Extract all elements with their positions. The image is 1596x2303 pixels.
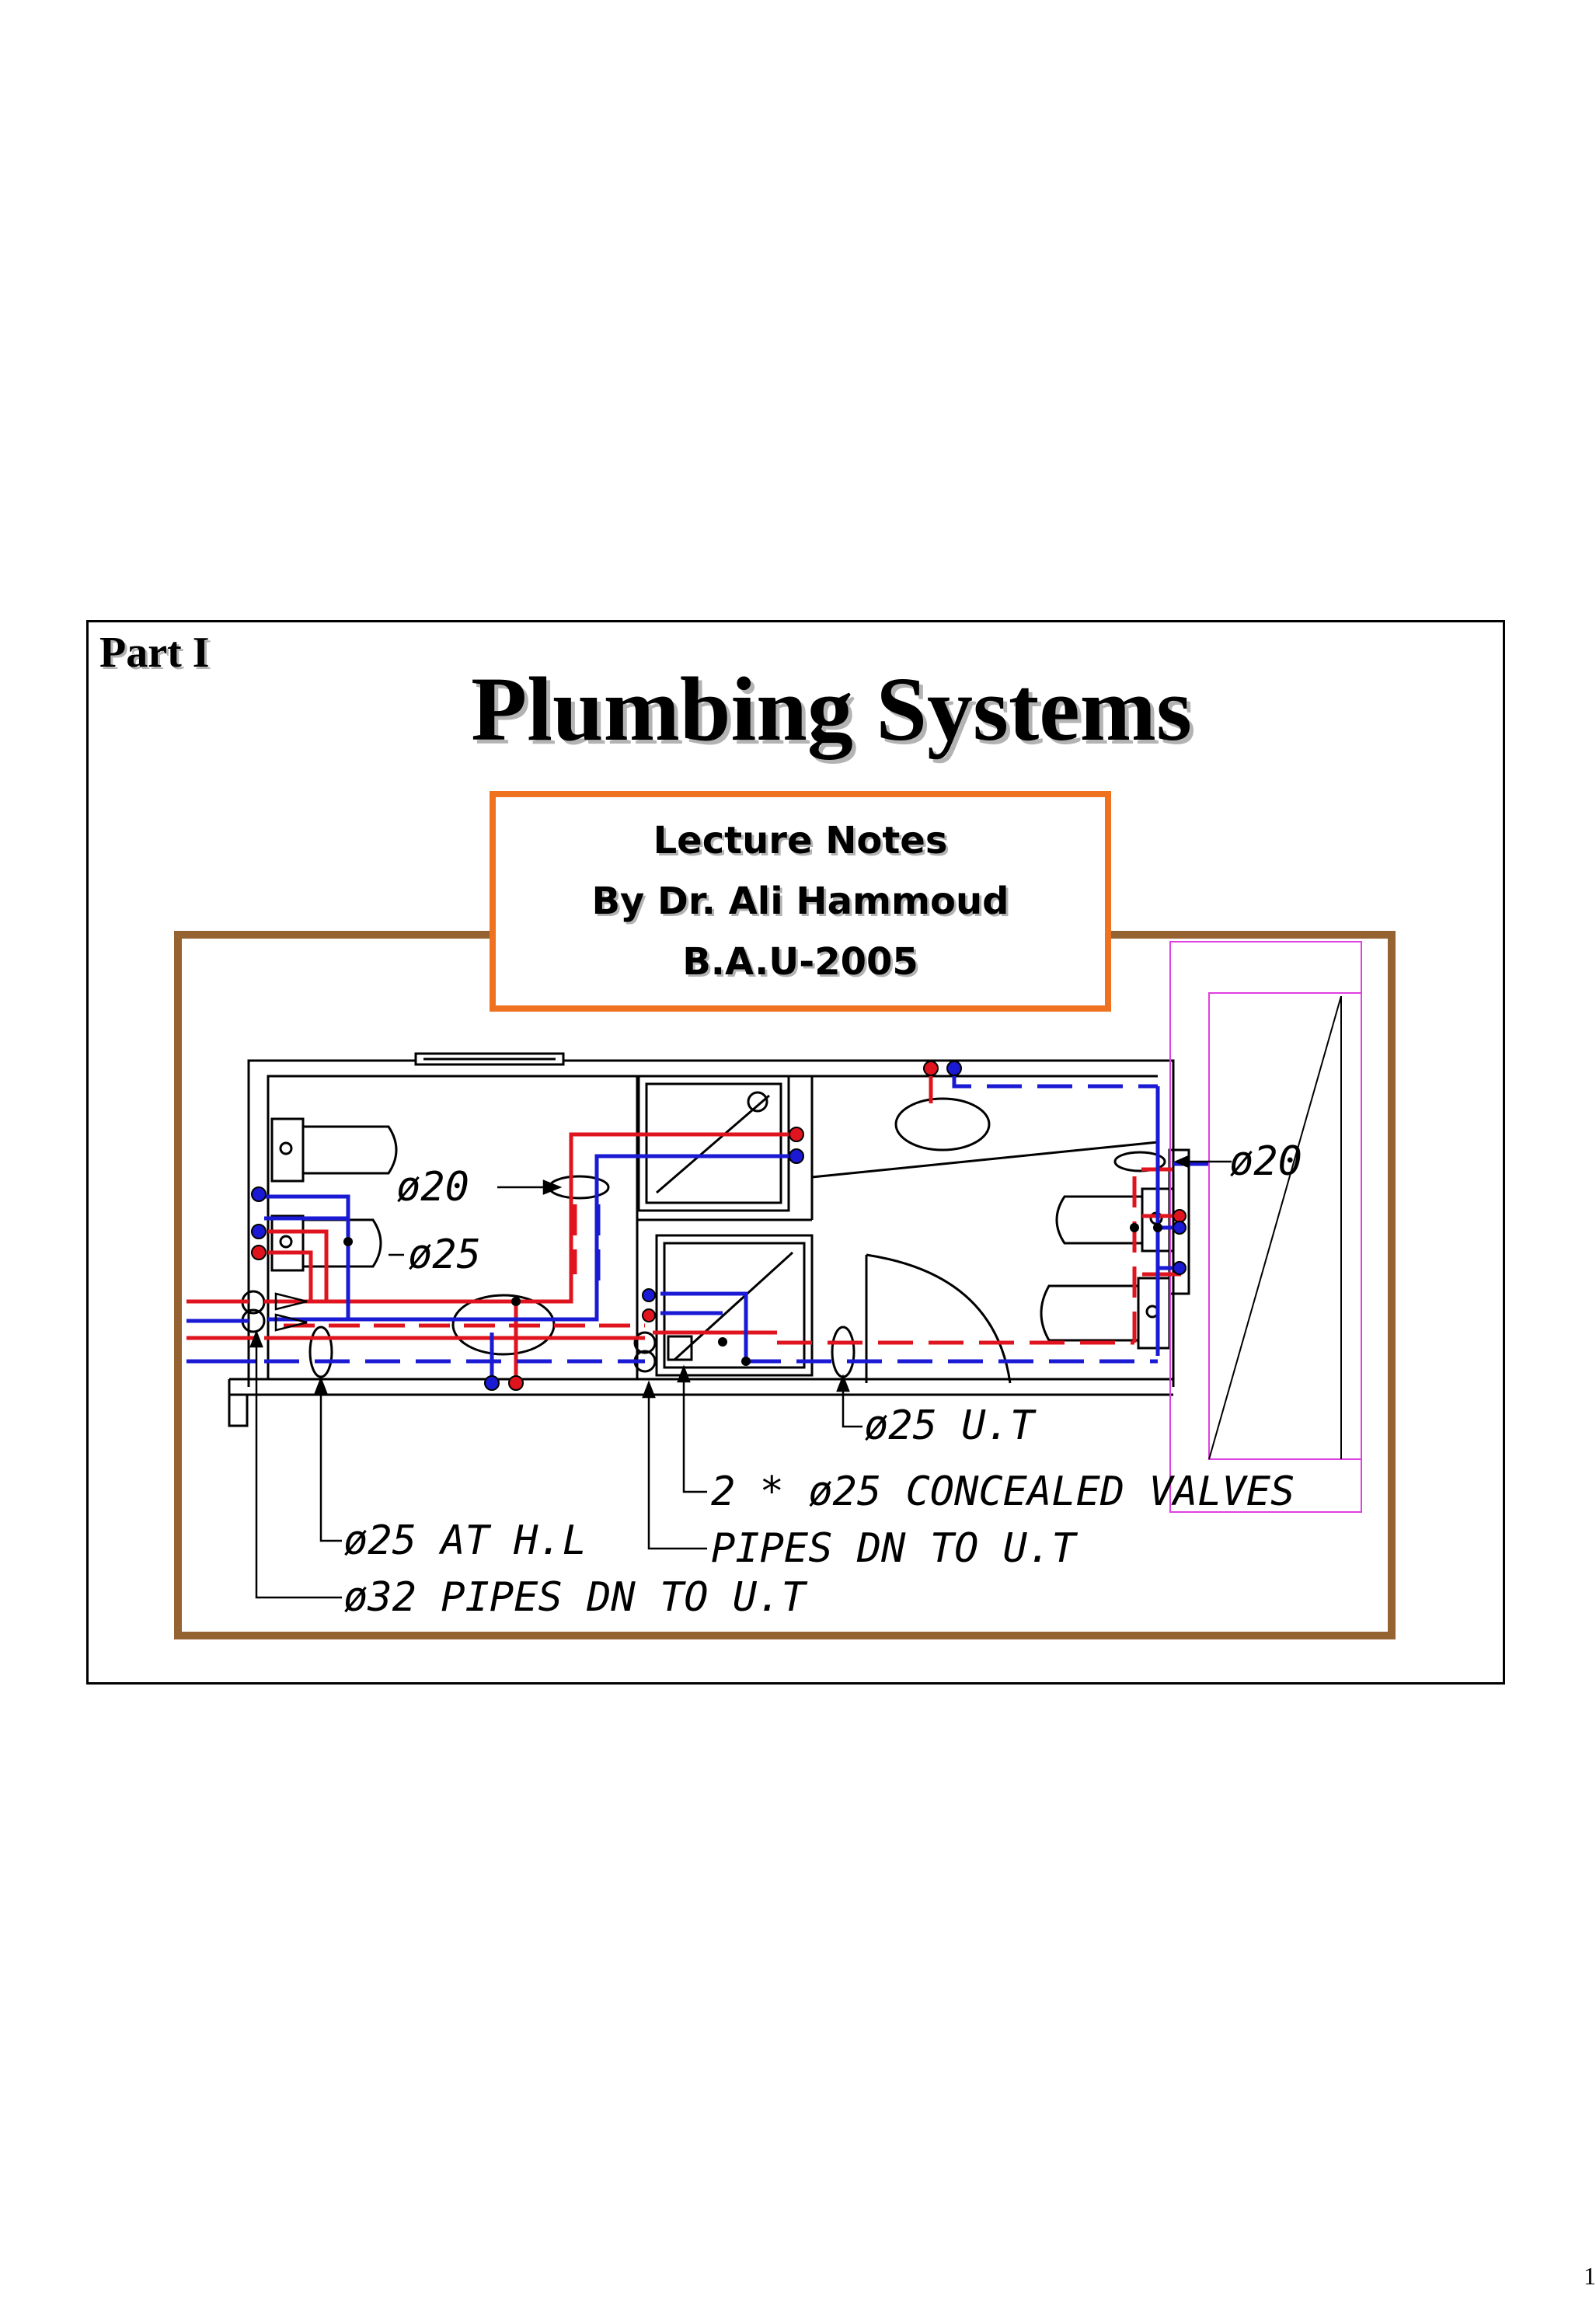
credits-institution-year: B.A.U-2005 (682, 940, 918, 984)
credits-author: By Dr. Ali Hammoud (591, 880, 1009, 923)
part-label: Part I (99, 629, 210, 677)
credits-box: Lecture Notes By Dr. Ali Hammoud B.A.U-2… (490, 791, 1111, 1012)
page-number: 1 (1584, 2262, 1596, 2290)
credits-lecture-notes: Lecture Notes (653, 819, 948, 862)
slide-title: Plumbing Systems (471, 658, 1192, 760)
plan-frame (174, 931, 1396, 1639)
